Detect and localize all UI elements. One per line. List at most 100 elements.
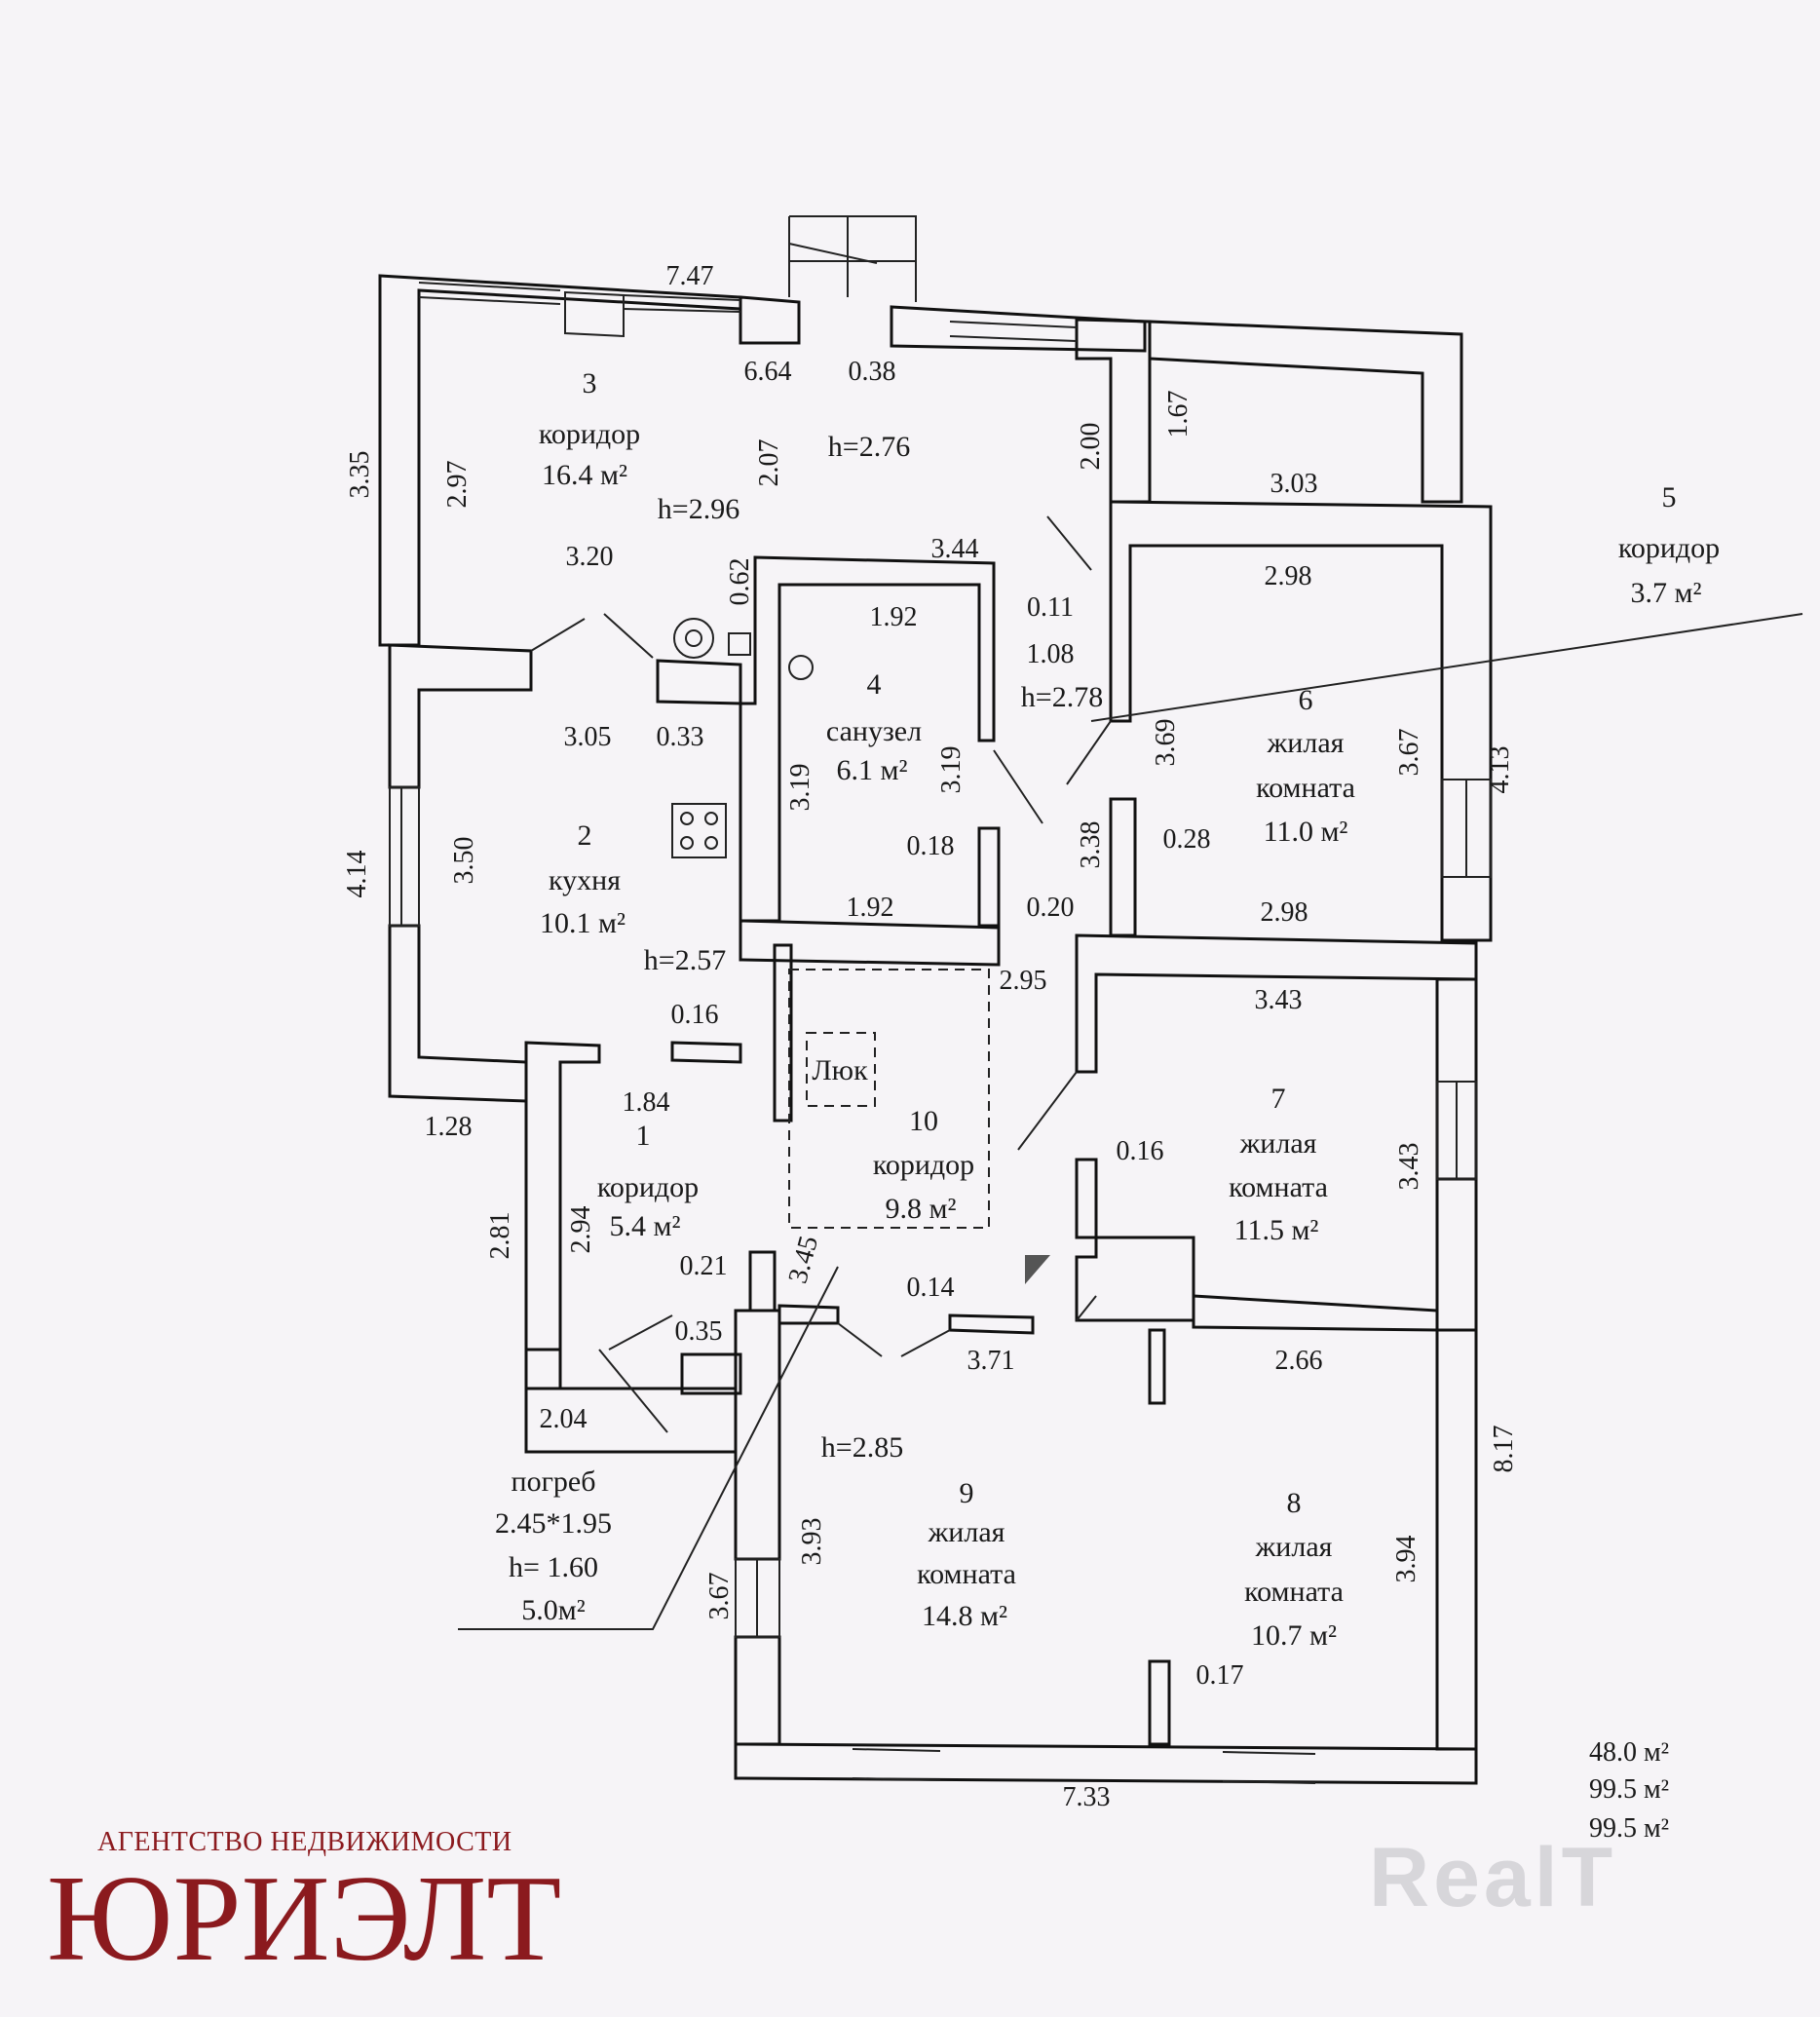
- wall-east-upper: [1109, 500, 1493, 942]
- dim-371: 3.71: [967, 1346, 1015, 1376]
- boiler-inner-icon: [685, 629, 702, 647]
- cellar-area: 5.0м²: [521, 1594, 585, 1626]
- leader-cellar: [458, 1266, 839, 1630]
- room-2-height: h=2.57: [644, 944, 726, 976]
- room-2-name: кухня: [549, 864, 621, 896]
- dim-817: 8.17: [1489, 1426, 1519, 1473]
- dim-011: 0.11: [1027, 592, 1074, 623]
- dim-028: 0.28: [1163, 824, 1211, 855]
- room-10-area: 9.8 м²: [886, 1193, 957, 1225]
- dim-020: 0.20: [1027, 893, 1075, 923]
- room-1-number: 1: [636, 1120, 651, 1152]
- windows: [389, 282, 1492, 1784]
- dim-369: 3.69: [1151, 719, 1181, 767]
- dim-413: 4.13: [1485, 746, 1515, 794]
- dim-021: 0.21: [680, 1251, 728, 1281]
- dim-017: 0.17: [1196, 1660, 1244, 1691]
- room-3-number: 3: [583, 367, 597, 400]
- room-8-area: 10.7 м²: [1251, 1619, 1337, 1652]
- dim-014: 0.14: [907, 1273, 955, 1303]
- dim-335: 3.35: [345, 451, 375, 499]
- hatch-outline: [806, 1032, 876, 1107]
- door-swing-7: [837, 1322, 883, 1357]
- wall-stub-021: [748, 1250, 777, 1313]
- wall-room9-west-lower: [734, 1635, 781, 1746]
- dim-018: 0.18: [907, 831, 955, 861]
- wall-south: [734, 1742, 1478, 1785]
- leader-room5: [1090, 613, 1803, 722]
- room-5-area: 3.7 м²: [1631, 577, 1702, 609]
- wall-cellar: [524, 1387, 738, 1454]
- window-south-1: [852, 1748, 941, 1781]
- wall-room7-south: [1192, 1294, 1439, 1332]
- total-area: 99.5 м²: [1589, 1774, 1669, 1805]
- dim-295: 2.95: [1000, 966, 1047, 996]
- window-north-3: [949, 321, 1078, 342]
- total-living-area: 48.0 м²: [1589, 1737, 1669, 1768]
- dim-747: 7.47: [666, 261, 714, 291]
- dim-319b: 3.19: [936, 746, 967, 794]
- dim-035: 0.35: [675, 1316, 723, 1347]
- dim-281: 2.81: [485, 1212, 515, 1260]
- room-labels: 3 коридор 16.4 м² h=2.76 h=2.96 4 санузе…: [495, 367, 1720, 1652]
- room-3-name: коридор: [539, 418, 640, 450]
- dim-298a: 2.98: [1265, 561, 1312, 591]
- entrance-arrow: [788, 243, 878, 264]
- room-3-area: 16.4 м²: [542, 459, 627, 491]
- pillar-north-left: [739, 295, 801, 345]
- door-swing-11: [1076, 1295, 1097, 1321]
- room-3-height2: h=2.96: [658, 493, 739, 525]
- dim-338: 3.38: [1076, 821, 1106, 869]
- cellar-outline: [788, 969, 990, 1229]
- dimensions-vertical: 3.35 2.97 2.07 2.00 1.67 0.62 3.19 3.19 …: [342, 391, 1519, 1620]
- wall-corridor1-east: [773, 943, 793, 1123]
- room-4-number: 4: [867, 668, 882, 701]
- wall-annex: [1148, 320, 1463, 504]
- cellar-height: h= 1.60: [509, 1551, 598, 1583]
- room-6-area: 11.0 м²: [1264, 816, 1348, 848]
- dim-128: 1.28: [425, 1112, 473, 1142]
- room-4-area: 6.1 м²: [837, 754, 908, 786]
- window-south-2: [1222, 1751, 1316, 1784]
- door-swing-9: [598, 1349, 668, 1433]
- doors: [458, 243, 1803, 1630]
- room-4-height: h=2.78: [1021, 681, 1103, 713]
- door-swing-3: [1046, 515, 1092, 571]
- wall-east-mid: [1435, 1177, 1478, 1332]
- wall-corridor3-south: [656, 659, 742, 705]
- chimney-fill: [1025, 1255, 1050, 1284]
- window-east-room7: [1436, 1081, 1477, 1180]
- porch: [788, 215, 917, 302]
- dim-733: 7.33: [1063, 1782, 1111, 1812]
- dim-294: 2.94: [566, 1206, 596, 1254]
- room-7-area: 11.5 м²: [1234, 1214, 1319, 1246]
- room-4-name: санузел: [826, 715, 922, 747]
- dim-303: 3.03: [1270, 469, 1318, 499]
- dim-394: 3.94: [1391, 1536, 1422, 1583]
- room-2-number: 2: [578, 819, 592, 852]
- dim-305: 3.05: [564, 722, 612, 752]
- room-6-name1: жилая: [1267, 727, 1345, 759]
- room-7-name2: комната: [1229, 1171, 1328, 1203]
- dim-664: 6.64: [744, 357, 792, 387]
- dim-184: 1.84: [623, 1087, 670, 1118]
- dim-038: 0.38: [849, 357, 896, 387]
- wall-room9-west-upper: [734, 1309, 781, 1561]
- wall-stub-016: [670, 1041, 742, 1064]
- watermark-logo: RealT: [1369, 1831, 1617, 1924]
- wall-room6-west: [1109, 797, 1137, 937]
- room-10-name: коридор: [873, 1149, 974, 1181]
- dim-062: 0.62: [725, 558, 755, 606]
- stove-burner-icon: [680, 836, 694, 850]
- wall-stub-017: [1148, 1659, 1171, 1746]
- dim-192b: 1.92: [847, 893, 894, 923]
- room-9-name1: жилая: [928, 1516, 1005, 1548]
- wall-stub-room8-top: [1148, 1328, 1166, 1405]
- dim-298b: 2.98: [1261, 897, 1308, 928]
- room-9-height: h=2.85: [821, 1431, 903, 1464]
- dim-108: 1.08: [1027, 639, 1075, 669]
- door-swing-8: [900, 1329, 951, 1357]
- dim-167: 1.67: [1163, 391, 1194, 438]
- room-1-area: 5.4 м²: [610, 1210, 681, 1242]
